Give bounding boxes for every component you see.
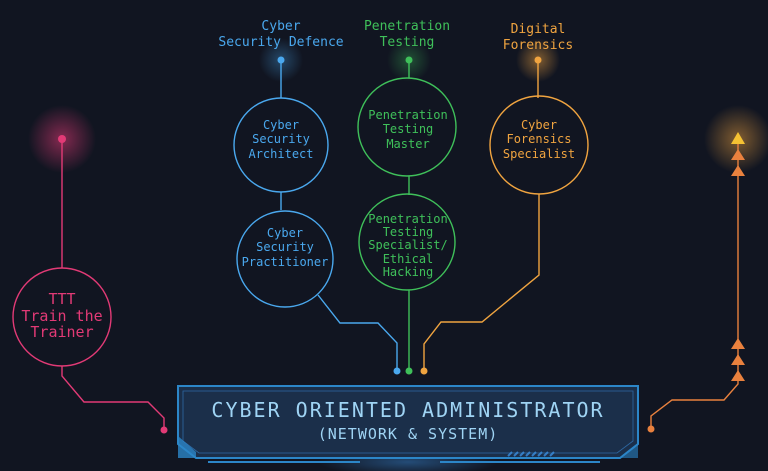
- forensics-track: [423, 60, 589, 370]
- node-line: Cyber: [520, 118, 558, 132]
- heading-line: Digital: [510, 22, 566, 37]
- heading-line: Cyber: [261, 19, 301, 34]
- node-line: Forensics: [506, 132, 572, 147]
- arrow-up-icon: [731, 354, 745, 365]
- pentest-dot: [405, 56, 413, 64]
- architect-node-label: Cyber Security Architect: [248, 118, 313, 161]
- node-line: Specialist/: [368, 238, 448, 253]
- base-panel: [177, 385, 639, 463]
- node-line: Hacking: [382, 264, 434, 279]
- arrow-up-icon: [731, 165, 745, 176]
- node-line: Penetration: [368, 108, 448, 122]
- practitioner-node-label: Cyber Security Practitioner: [242, 226, 329, 269]
- blue-connector-dot: [393, 367, 401, 375]
- node-line: Penetration: [368, 212, 448, 226]
- node-line: Practitioner: [241, 254, 329, 269]
- cyber-defence-dot: [277, 56, 285, 64]
- cyber-defence-heading: Cyber Security Defence: [218, 19, 343, 50]
- arrow-up-icon: [731, 149, 745, 160]
- node-line: Train the: [21, 306, 103, 325]
- ttt-bottom-dot: [160, 426, 168, 434]
- node-line: Specialist: [502, 146, 576, 161]
- node-line: Trainer: [30, 323, 94, 341]
- node-line: Security: [256, 240, 314, 255]
- heading-line: Penetration: [363, 19, 451, 34]
- heading-line: Forensics: [502, 37, 574, 53]
- pentest-heading: Penetration Testing: [364, 19, 450, 50]
- orange-connector-dot: [420, 367, 428, 375]
- node-line: Testing: [382, 122, 434, 137]
- forensics-heading: Digital Forensics: [503, 22, 573, 53]
- arrow-up-icon: [731, 338, 745, 349]
- pentest-master-node-label: Penetration Testing Master: [368, 108, 447, 151]
- pentest-specialist-node-label: Penetration Testing Specialist/ Ethical …: [368, 212, 448, 279]
- ttt-top-dot: [58, 135, 66, 143]
- node-line: Testing: [382, 225, 434, 240]
- node-line: Cyber: [266, 226, 304, 240]
- forensics-specialist-node-label: Cyber Forensics Specialist: [503, 118, 575, 161]
- progression-track: [647, 132, 745, 433]
- node-line: Master: [386, 136, 430, 151]
- cyber-defence-track: [233, 60, 398, 370]
- node-line: Cyber: [262, 118, 300, 132]
- pentest-track: [357, 60, 457, 370]
- heading-line: Security Defence: [218, 34, 344, 50]
- base-subtitle: (NETWORK & SYSTEM): [317, 425, 499, 443]
- node-line: Security: [252, 132, 310, 147]
- ttt-track: [12, 139, 165, 428]
- node-line: Ethical: [382, 251, 434, 266]
- arrow-up-icon: [731, 370, 745, 381]
- base-title: CYBER ORIENTED ADMINISTRATOR: [211, 398, 605, 422]
- node-line: Architect: [248, 146, 314, 161]
- node-line: TTT: [48, 290, 76, 308]
- forensics-dot: [534, 56, 542, 64]
- green-connector-dot: [405, 367, 413, 375]
- arrow-up-icon: [731, 132, 745, 144]
- heading-line: Testing: [379, 34, 435, 50]
- ttt-node-label: TTT Train the Trainer: [21, 291, 102, 341]
